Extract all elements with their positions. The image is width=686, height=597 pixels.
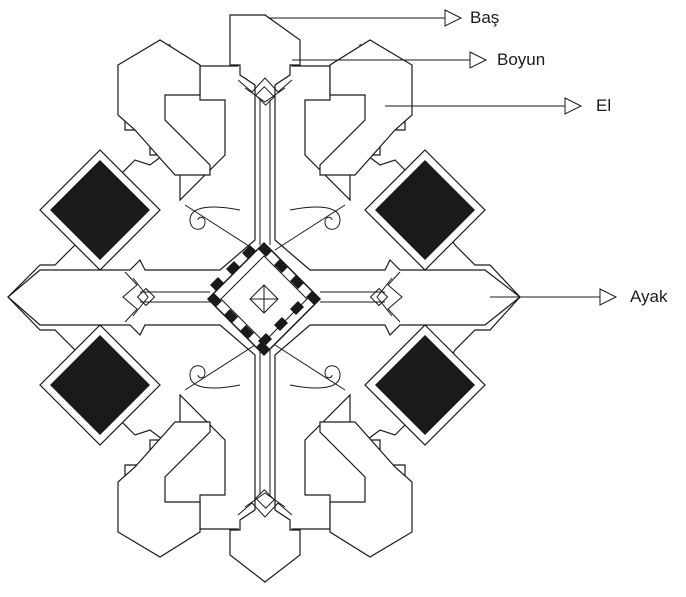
label-hand: El (596, 96, 611, 115)
hand-top-right (319, 39, 413, 176)
terminal-left (122, 271, 156, 323)
diamond-bottom-left (39, 324, 161, 446)
pointer-foot (490, 288, 618, 306)
curl-ne (289, 206, 341, 230)
label-foot: Ayak (630, 287, 668, 306)
label-head: Baş (470, 8, 499, 27)
terminal-right (369, 271, 403, 323)
hand-top-left (117, 39, 211, 176)
label-neck: Boyun (497, 50, 545, 69)
hand-bottom-left (117, 421, 211, 558)
rod-se (274, 344, 346, 391)
pointer-hand (385, 97, 583, 115)
terminal-bottom (237, 489, 293, 518)
pointer-head (268, 9, 463, 27)
hand-bottom-right (319, 421, 413, 558)
curl-nw (189, 206, 241, 230)
diamond-top-right (364, 149, 486, 271)
diamond-bottom-right (364, 324, 486, 446)
curl-se (289, 365, 341, 389)
curl-sw (189, 365, 241, 389)
diamond-top-left (39, 149, 161, 271)
center-diamond (206, 241, 322, 357)
terminal-top (237, 77, 293, 106)
rod-ne (274, 204, 346, 251)
rod-sw (184, 344, 256, 391)
rod-nw (184, 204, 256, 251)
pointer-neck (292, 51, 488, 69)
